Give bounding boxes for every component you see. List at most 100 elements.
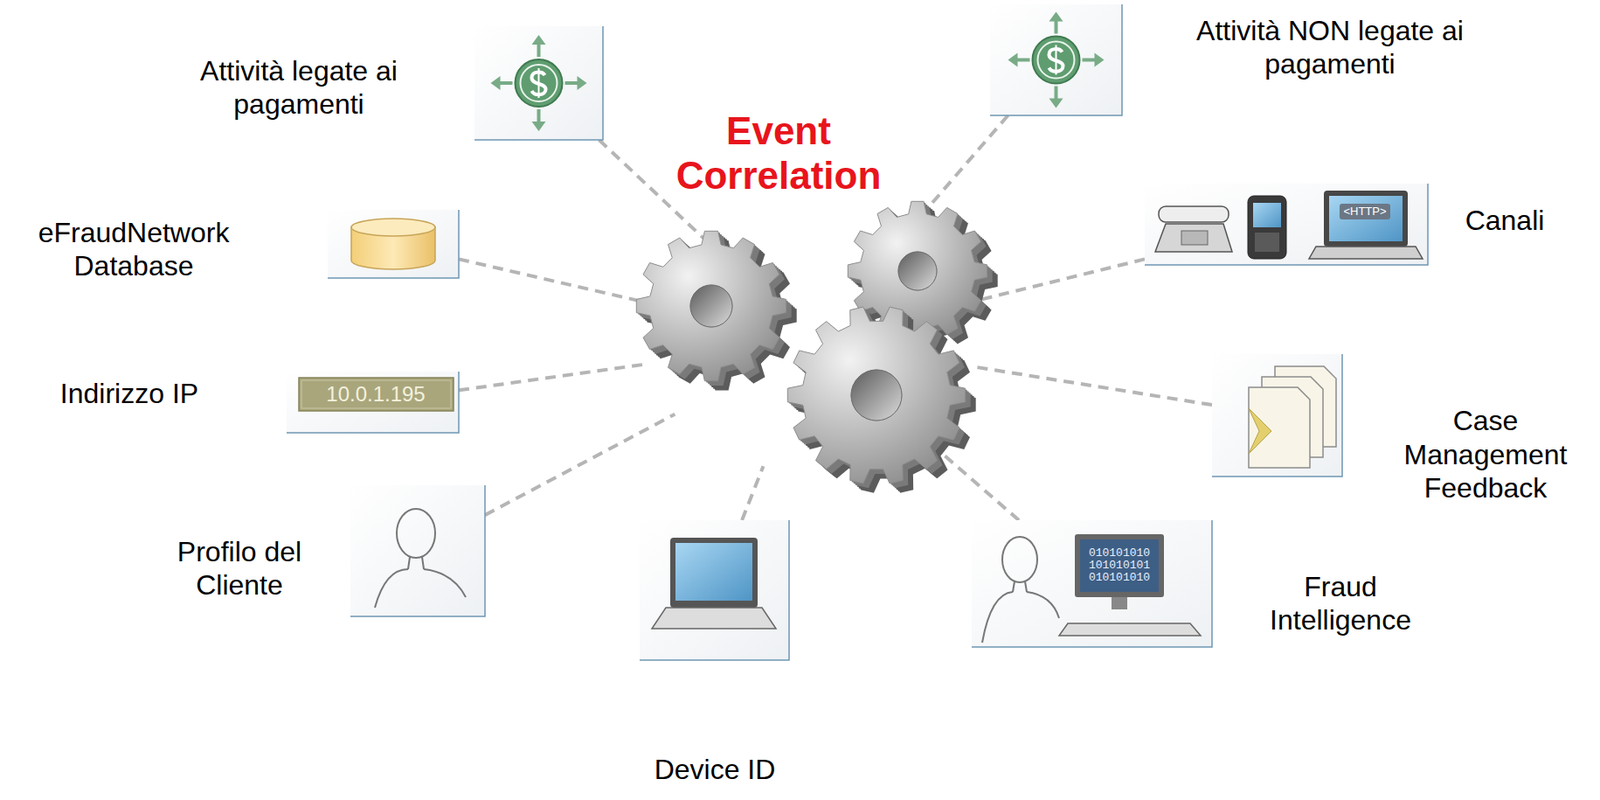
laptop-screen (1329, 195, 1403, 242)
icon-frame-edge (327, 209, 459, 278)
arrow-shaft (1082, 58, 1096, 63)
dashed-connector (458, 258, 654, 304)
icon-frame (286, 371, 459, 433)
dashed-connector (458, 363, 650, 390)
icon-frame (639, 519, 790, 660)
icon-frame (474, 26, 603, 140)
engine-title: Event Correlation (647, 109, 910, 198)
source-label: Attività legate ai pagamenti (184, 54, 414, 122)
source-box: Profilo del Cliente (350, 484, 485, 617)
coin-ring (520, 64, 558, 102)
phone-keypad (1181, 230, 1208, 245)
gear-hole (851, 369, 902, 421)
database-top (351, 218, 436, 236)
document-page (1248, 387, 1310, 468)
icon-text: 10.0.1.195 (300, 381, 451, 408)
payment-symbol (1008, 12, 1105, 109)
ip-plate-inner (301, 380, 451, 409)
monitor-frame (1074, 533, 1164, 597)
gear-hole (690, 284, 733, 327)
laptop-base (1309, 246, 1423, 259)
monitor-screen (1080, 539, 1159, 592)
source-icon (990, 4, 1123, 116)
icon-frame (971, 519, 1213, 647)
gear-face (787, 306, 965, 484)
payment-symbol (491, 34, 588, 132)
source-box: eFraudNetwork Database (327, 209, 459, 278)
source-label: Canali (1434, 203, 1575, 237)
coin (1032, 36, 1081, 84)
source-label: Attività NON legate ai pagamenti (1185, 13, 1475, 82)
dollar-bar (538, 68, 541, 98)
laptop-lid (670, 537, 758, 608)
dollar-bar (1055, 45, 1058, 76)
icon-frame-edge (350, 484, 485, 617)
icon-frame-edge (639, 519, 790, 660)
icon-frame (990, 4, 1123, 116)
monitor-stand (1111, 596, 1128, 610)
icon-text: <HTTP> (1338, 204, 1392, 219)
icon-frame-edge (1212, 353, 1343, 477)
icon-frame (1144, 183, 1428, 265)
source-icon (1212, 353, 1343, 477)
phone-handset (1158, 206, 1229, 222)
coin-ring (1038, 41, 1075, 79)
laptop-base (651, 607, 776, 629)
source-label: Case Management Feedback (1396, 403, 1576, 505)
source-box: Canali<HTTP> (1144, 183, 1428, 265)
arrow-shaft (1017, 58, 1031, 63)
source-icon (1144, 183, 1428, 265)
source-label: Profilo del Cliente (160, 534, 319, 603)
mobile-phone (1247, 195, 1287, 259)
person-neck (408, 556, 424, 569)
correlation-engine: Event Correlation (646, 209, 979, 472)
icon-frame (327, 209, 459, 278)
direction-arrow (1049, 86, 1064, 109)
arrow-head (1049, 98, 1064, 109)
source-label: Indirizzo IP (33, 376, 226, 410)
icon-frame-edge (474, 26, 603, 140)
analyst-head (1002, 536, 1038, 582)
icon-frame-edge (990, 4, 1123, 116)
source-box: Device ID (639, 519, 790, 660)
arrow-shaft (537, 43, 541, 57)
source-box: Fraud Intelligence010101010 101010101 01… (971, 519, 1213, 647)
keyboard (1059, 623, 1201, 636)
arrow-head (532, 121, 547, 132)
analyst-body (982, 581, 1060, 643)
arrow-head (1049, 12, 1064, 22)
source-box: Attività NON legate ai pagamenti (990, 4, 1123, 116)
source-label: eFraudNetwork Database (28, 215, 239, 284)
icon-frame-edge (286, 371, 459, 433)
mobile-screen (1253, 202, 1282, 228)
arrow-head (1094, 53, 1105, 68)
source-icon (350, 484, 485, 617)
source-box: Case Management Feedback (1212, 353, 1343, 477)
arrow-head (1008, 53, 1019, 68)
http-badge (1339, 203, 1391, 220)
coin (515, 59, 563, 107)
source-label: Device ID (618, 752, 811, 786)
mobile-keys (1254, 232, 1280, 252)
direction-arrow (1008, 53, 1031, 68)
arrow-head (577, 76, 588, 91)
direction-arrow (532, 34, 547, 57)
laptop-screen (675, 542, 753, 601)
arrow-head (532, 34, 547, 45)
source-icon (639, 519, 790, 660)
ip-plate (298, 377, 454, 411)
direction-arrow (1049, 12, 1064, 35)
dashed-connector (484, 414, 675, 515)
dashed-connector (975, 367, 1213, 405)
source-box: Indirizzo IP10.0.1.195 (286, 371, 459, 433)
source-label: Fraud Intelligence (1255, 569, 1427, 638)
laptop-lid (1323, 190, 1408, 247)
icon-frame-edge (1144, 183, 1428, 265)
icon-frame (1212, 353, 1343, 477)
arrow-shaft (1054, 86, 1059, 100)
arrow-shaft (565, 81, 579, 85)
gear-group (636, 200, 998, 492)
icon-frame (350, 484, 485, 617)
